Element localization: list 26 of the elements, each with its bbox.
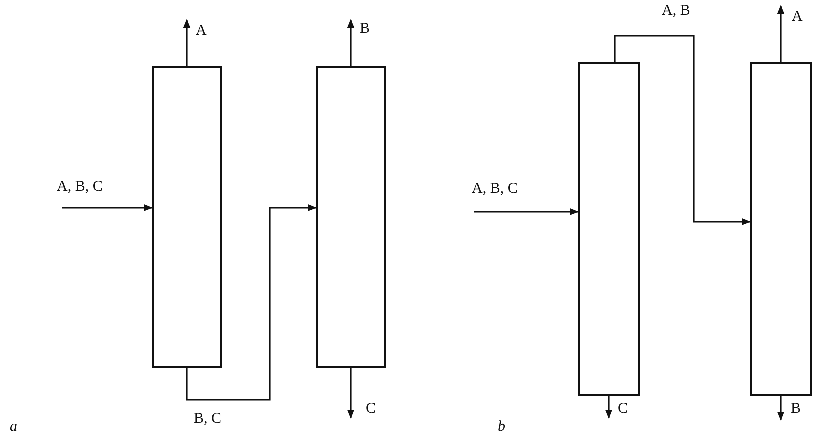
flow-arrow [183, 19, 191, 66]
stream-label: A [196, 24, 207, 39]
flow-arrow [777, 396, 785, 421]
flow-arrow [347, 368, 355, 419]
stream-label: A, B [662, 4, 690, 19]
column-box [750, 62, 812, 396]
column-box [152, 66, 222, 368]
stream-label: A, B, C [57, 180, 103, 195]
stream-label: C [618, 402, 628, 417]
stream-label: C [366, 402, 376, 417]
column-box [316, 66, 386, 368]
stream-label: A, B, C [472, 182, 518, 197]
panel-letter: b [498, 420, 506, 435]
flow-arrow [186, 204, 317, 401]
flow-arrow [605, 396, 613, 419]
flow-arrow [62, 204, 153, 212]
flow-arrow [347, 19, 355, 66]
stream-label: B [791, 402, 802, 417]
column-box [578, 62, 640, 396]
stream-label: B [360, 22, 370, 37]
flow-arrow [614, 35, 751, 226]
panel-letter: a [10, 420, 18, 435]
stream-label: A [792, 10, 803, 25]
flow-arrow [474, 208, 579, 216]
flow-arrow [777, 5, 785, 62]
stream-label: B, C [194, 412, 222, 427]
